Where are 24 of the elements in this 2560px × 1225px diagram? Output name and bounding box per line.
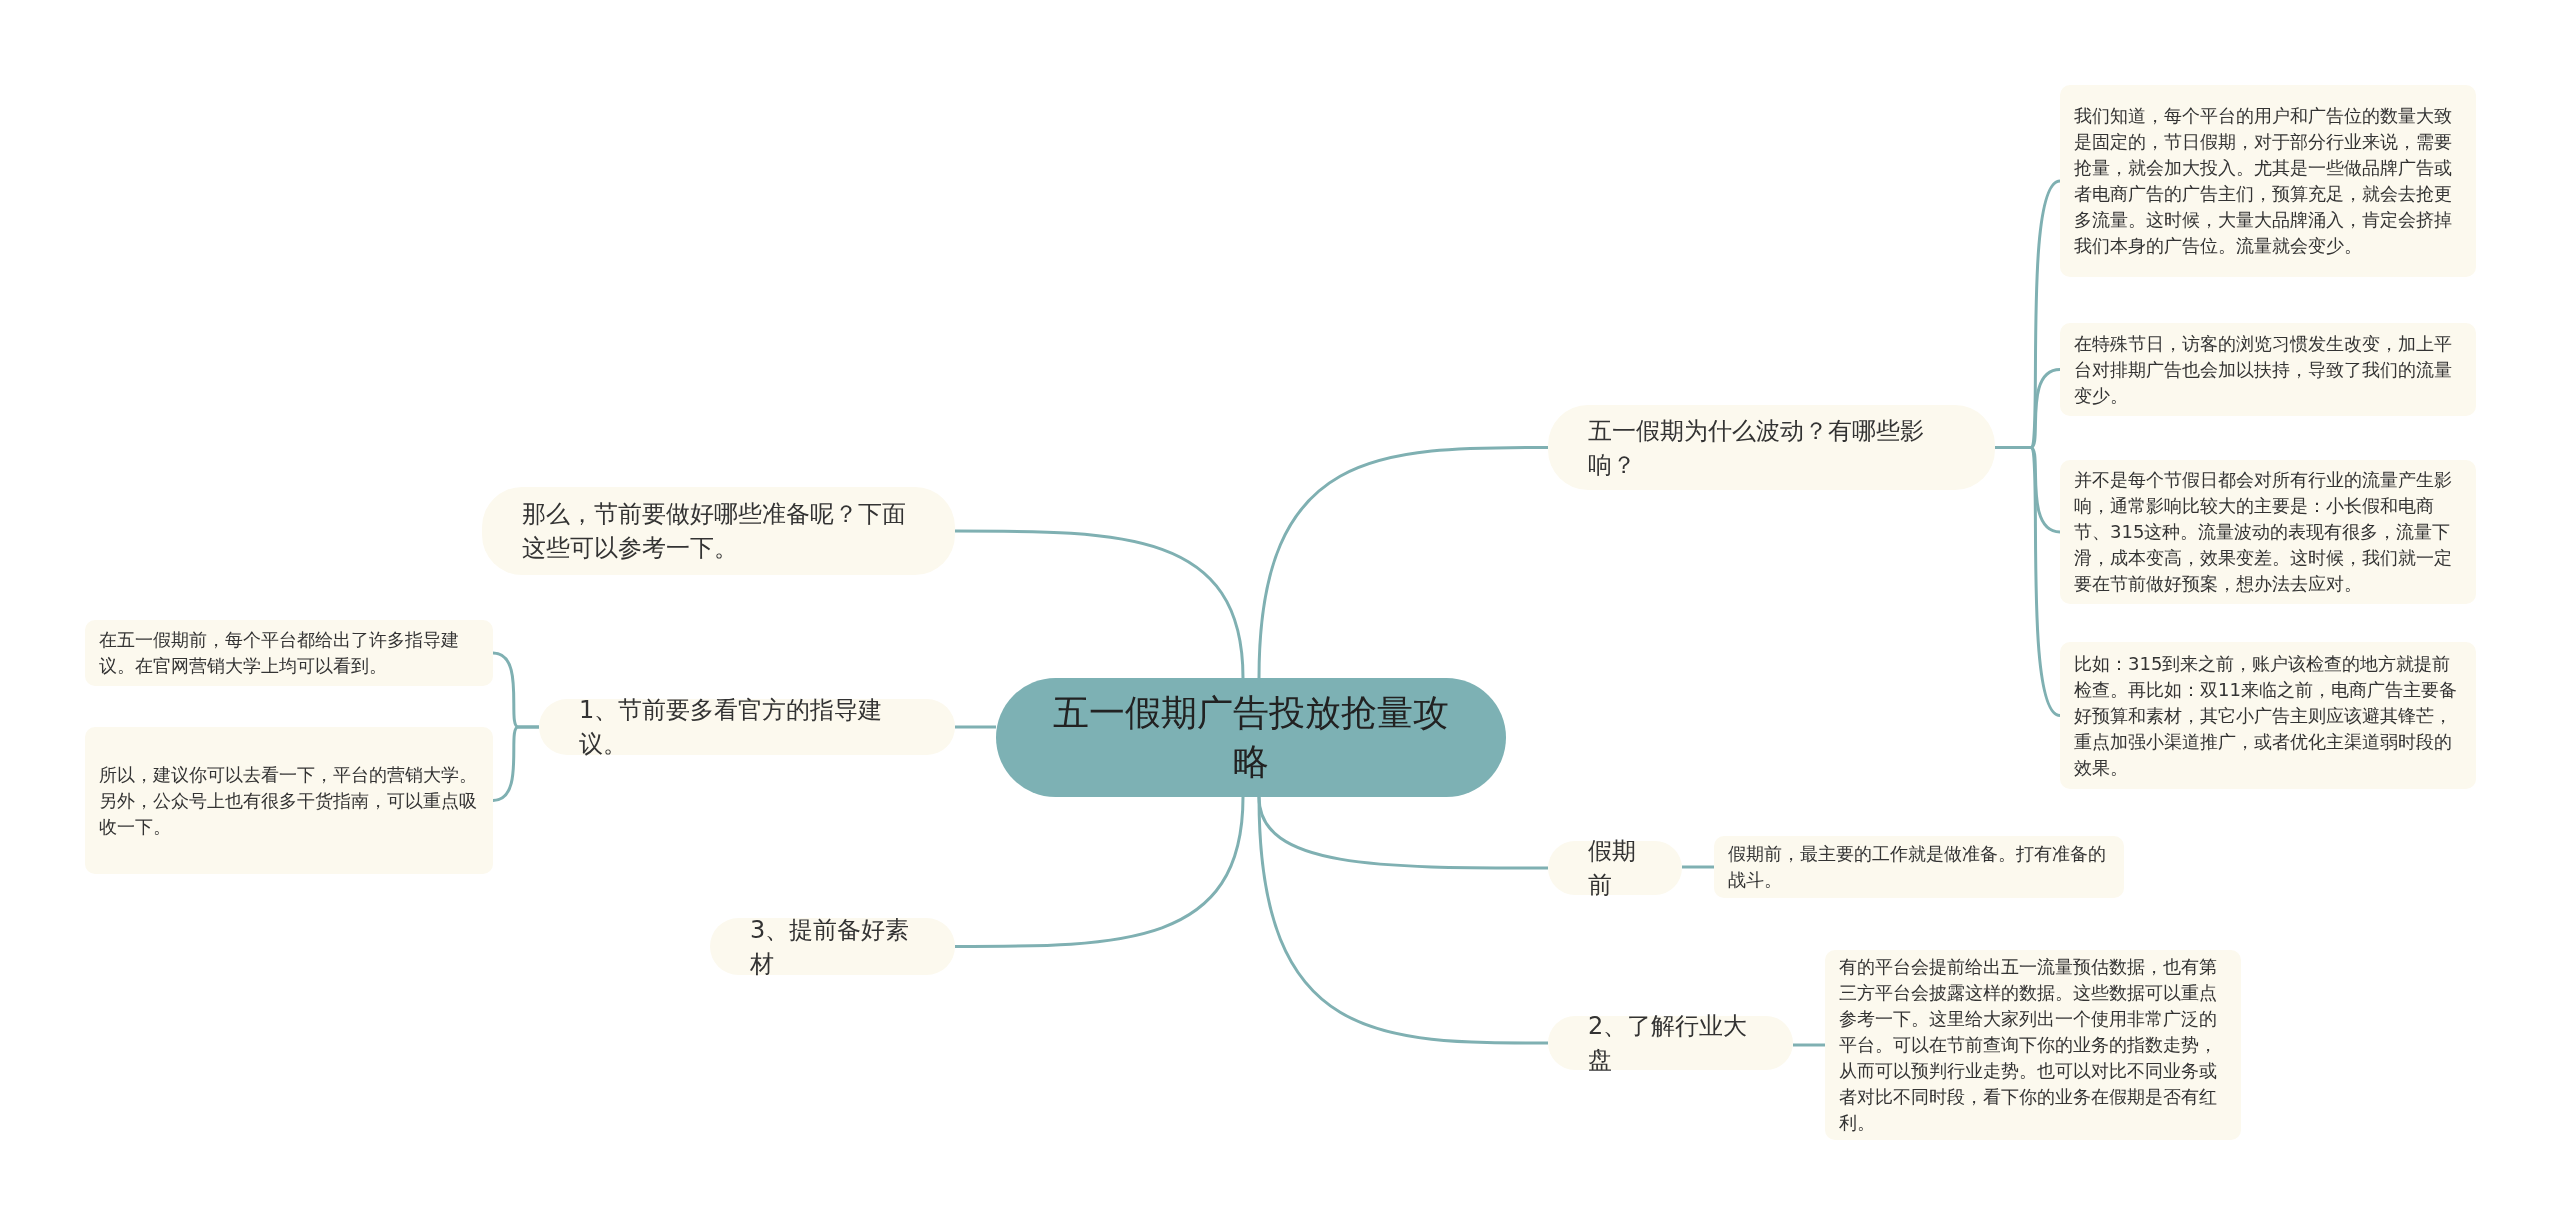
note-box: 并不是每个节假日都会对所有行业的流量产生影响，通常影响比较大的主要是：小长假和电商节、315这种。流量波动的表现有很多，流量下滑，成本变高，效果变差。这时候，我们就一定要在节前做好预案，想办法去应对。 [2060, 460, 2476, 604]
connector-line [1257, 796, 1548, 1045]
central-topic: 五一假期广告投放抢量攻略 [996, 678, 1506, 797]
topic-box: 假期前 [1548, 841, 1682, 895]
topic-box: 2、了解行业大盘 [1548, 1016, 1793, 1070]
note-box: 我们知道，每个平台的用户和广告位的数量大致是固定的，节日假期，对于部分行业来说，需要抢量，就会加大投入。尤其是一些做品牌广告或者电商广告的广告主们，预算充足，就会去抢更多流量。这时候，大量大品牌涌入，肯定会挤掉我们本身的广告位。流量就会变少。 [2060, 85, 2476, 277]
connector-line [1995, 446, 2061, 717]
connector-line [955, 529, 1245, 679]
note-box: 比如：315到来之前，账户该检查的地方就提前检查。再比如：双11来临之前，电商广告主要备好预算和素材，其它小广告主则应该避其锋芒，重点加强小渠道推广，或者优化主渠道弱时段的效果。 [2060, 642, 2476, 789]
connector-line [955, 796, 1245, 948]
topic-box: 3、提前备好素材 [710, 918, 955, 975]
connector-line [492, 725, 539, 802]
topic-box: 那么，节前要做好哪些准备呢？下面这些可以参考一下。 [482, 487, 955, 575]
connector-line [1793, 1043, 1825, 1047]
connector-line [955, 725, 996, 729]
note-box: 假期前，最主要的工作就是做准备。打有准备的战斗。 [1714, 836, 2124, 898]
note-box: 所以，建议你可以去看一下，平台的营销大学。另外，公众号上也有很多干货指南，可以重点吸收一下。 [85, 727, 493, 874]
connector-line [1257, 446, 1548, 679]
connector-line [1682, 865, 1714, 869]
note-box: 在特殊节日，访客的浏览习惯发生改变，加上平台对排期广告也会加以扶持，导致了我们的流量变少。 [2060, 323, 2476, 416]
topic-box: 1、节前要多看官方的指导建议。 [539, 699, 955, 755]
topic-box: 五一假期为什么波动？有哪些影响？ [1548, 405, 1995, 490]
note-box: 在五一假期前，每个平台都给出了许多指导建议。在官网营销大学上均可以看到。 [85, 620, 493, 686]
note-box: 有的平台会提前给出五一流量预估数据，也有第三方平台会披露这样的数据。这些数据可以重点参考一下。这里给大家列出一个使用非常广泛的平台。可以在节前查询下你的业务的指数走势，从而可以预判行业走势。也可以对比不同业务或者对比不同时段，看下你的业务在假期是否有红利。 [1825, 950, 2241, 1140]
